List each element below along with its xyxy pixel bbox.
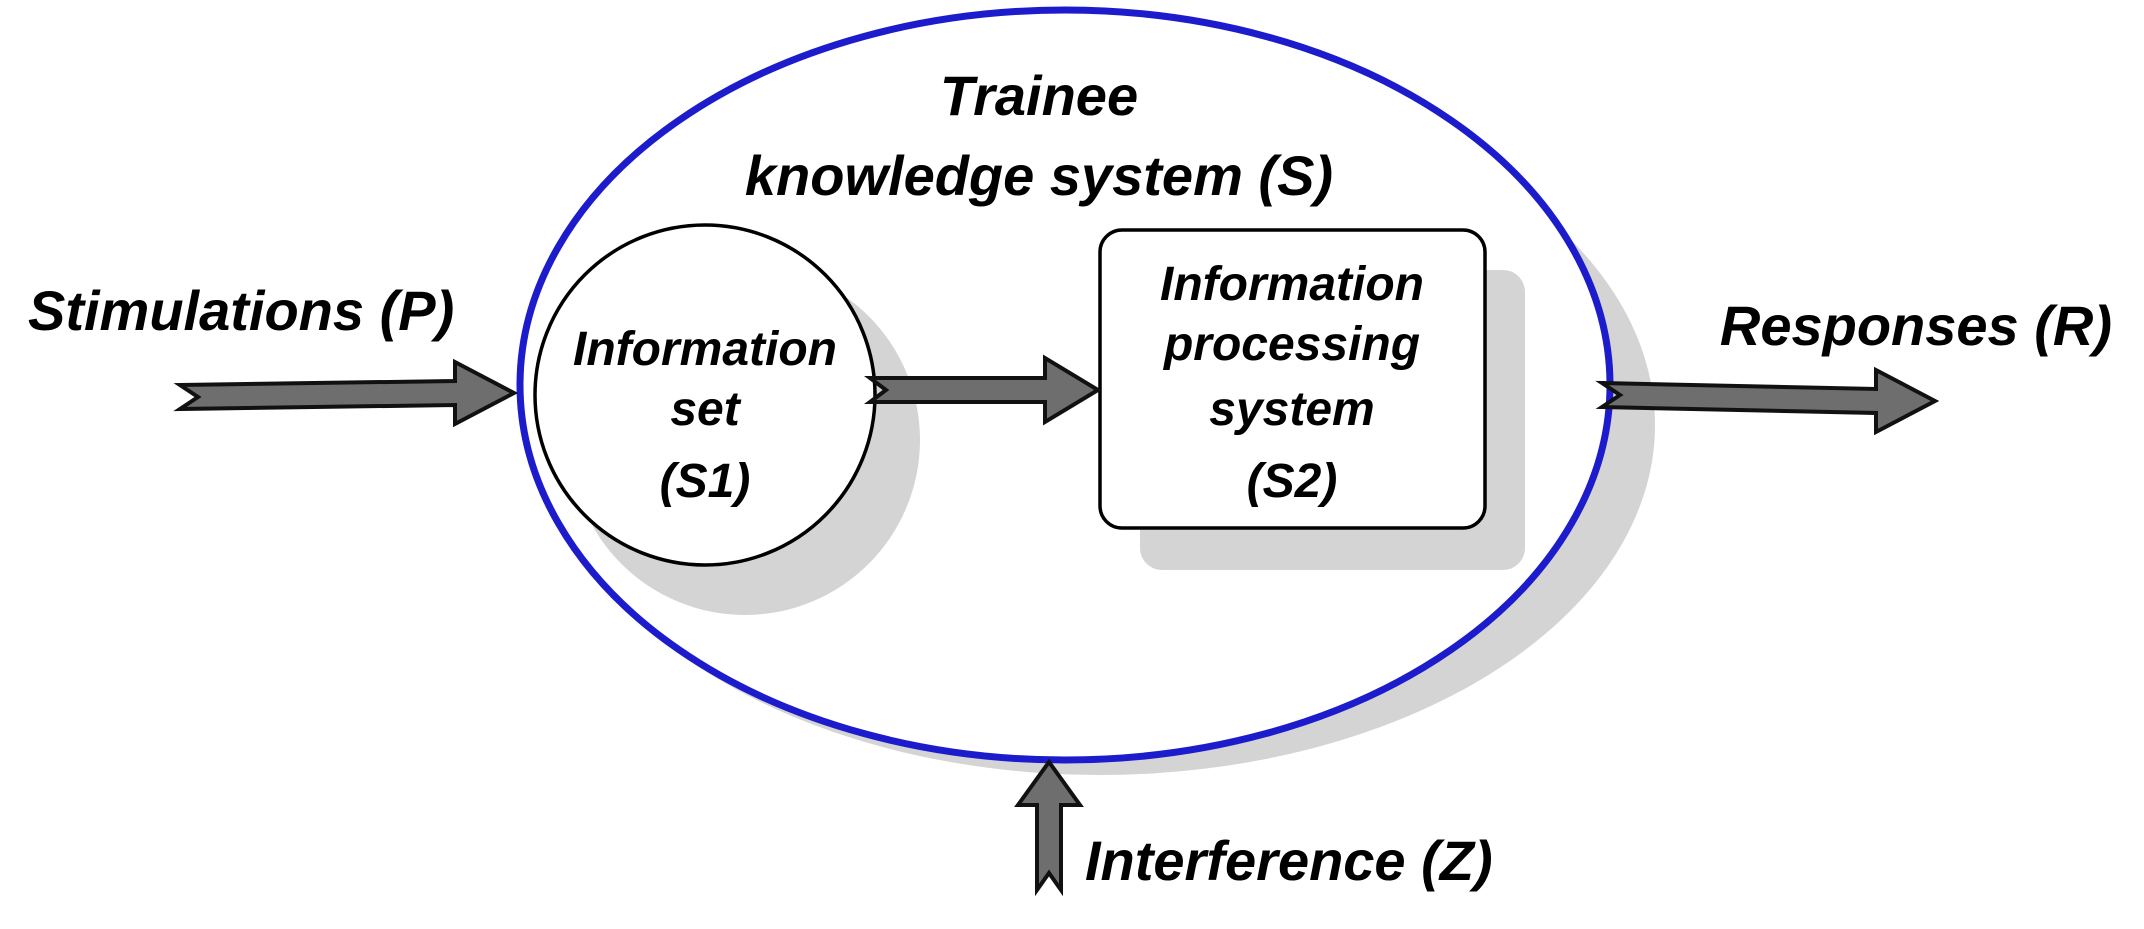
- system-title-line2: knowledge system (S): [745, 144, 1333, 207]
- stimulations-label: Stimulations (P): [28, 279, 454, 342]
- interference-label: Interference (Z): [1085, 829, 1493, 892]
- information-set-line3: (S1): [660, 455, 751, 508]
- processing-system-box: [1098, 228, 1487, 530]
- processing-system-line3: system: [1209, 383, 1374, 436]
- stimulations-arrow: [173, 358, 519, 428]
- information-set-circle: [533, 223, 877, 567]
- information-set-line2: set: [670, 383, 741, 436]
- s1-to-s2-arrow: [864, 354, 1102, 426]
- processing-system-line1: Information: [1160, 258, 1424, 311]
- responses-label: Responses (R): [1720, 294, 2112, 357]
- system-title-line1: Trainee: [940, 64, 1138, 127]
- interference-arrow: [1014, 758, 1084, 897]
- processing-system-line4: (S2): [1247, 455, 1338, 508]
- information-set-line1: Information: [573, 323, 837, 376]
- processing-system-line2: processing: [1162, 318, 1420, 371]
- responses-arrow: [1595, 366, 1940, 436]
